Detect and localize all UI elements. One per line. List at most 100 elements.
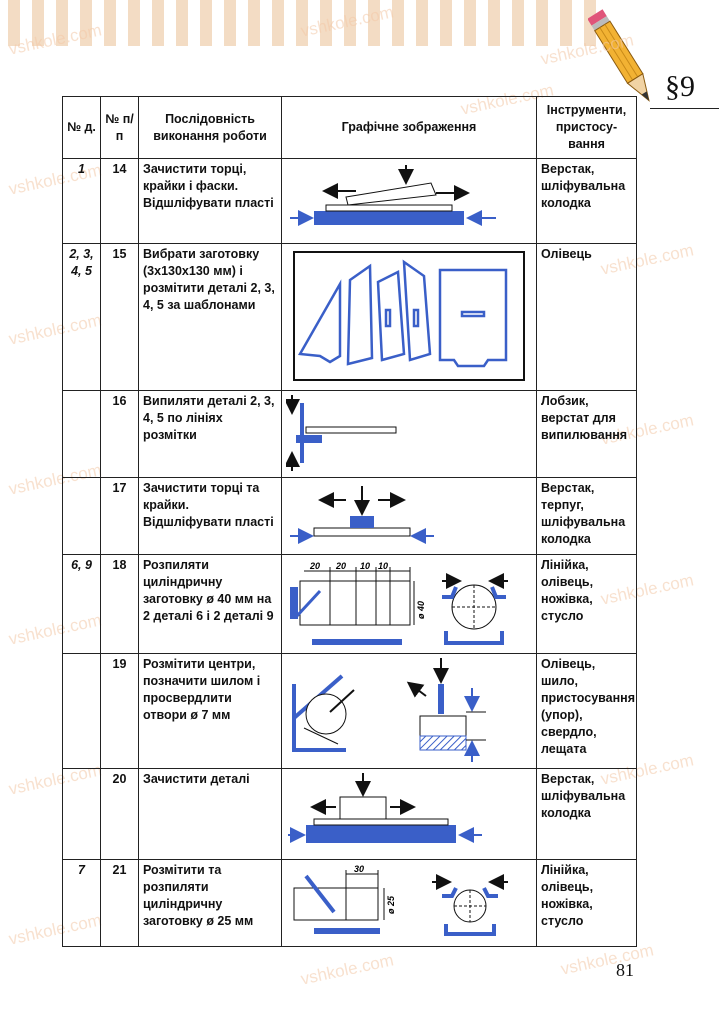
tools-cell: Лінійка, олівець, ножівка, стусло bbox=[536, 859, 637, 947]
work-cell: Зачистити торці та крайки. Відшліфувати … bbox=[138, 477, 282, 555]
work-cell: Зачистити торці, крайки і фаски. Відшліф… bbox=[138, 158, 282, 244]
header-stripes bbox=[8, 0, 596, 46]
finishing-drawing bbox=[288, 773, 482, 843]
tools-cell: Верстак, шліфувальна колодка bbox=[536, 158, 637, 244]
table-header-row: № д. № п/п Послідовність виконання робот… bbox=[62, 96, 637, 159]
detail-cell bbox=[62, 768, 101, 860]
dim-label: 10 bbox=[360, 561, 370, 571]
drill-bit bbox=[438, 684, 444, 714]
workpiece bbox=[313, 527, 411, 537]
step-cell: 20 bbox=[100, 768, 139, 860]
detail-cell bbox=[62, 477, 101, 555]
work-cell: Вибрати заготовку (3х130х130 мм) і розмі… bbox=[138, 243, 282, 391]
workpiece bbox=[313, 818, 449, 826]
header-sequence: Послідовність виконання роботи bbox=[138, 96, 282, 159]
sanding-block bbox=[345, 182, 437, 206]
work-cell: Розмітити та розпиляти циліндричну загот… bbox=[138, 859, 282, 947]
dim-label: 20 bbox=[335, 561, 346, 571]
centering-jig bbox=[292, 684, 346, 752]
work-cell: Випиляти деталі 2, 3, 4, 5 по лініях роз… bbox=[138, 390, 282, 478]
watermark: vshkole.com bbox=[298, 950, 396, 989]
cutting-cylinder-drawing: 20 20 10 10 ø 40 bbox=[290, 561, 508, 645]
header-graphic: Графічне зображення bbox=[281, 96, 537, 159]
header-step-no: № п/п bbox=[100, 96, 139, 159]
header-rule bbox=[650, 108, 719, 109]
table-row: 19 Розмітити центри, позначити шилом і п… bbox=[62, 653, 637, 769]
work-cell: Розпиляти циліндричну заготовку ø 40 мм … bbox=[138, 554, 282, 654]
table-row: 16 Випиляти деталі 2, 3, 4, 5 по лініях … bbox=[62, 390, 637, 478]
workbench-block bbox=[306, 825, 456, 843]
graphic-cell bbox=[281, 158, 537, 244]
graphic-cell: 30 ø 25 bbox=[281, 859, 537, 947]
dim-label: 20 bbox=[309, 561, 320, 571]
cylinder-blank bbox=[293, 887, 379, 921]
table-row: 17 Зачистити торці та крайки. Відшліфува… bbox=[62, 477, 637, 555]
graphic-cell bbox=[281, 768, 537, 860]
dim-label: 30 bbox=[354, 864, 364, 874]
miter-box bbox=[314, 928, 380, 934]
tools-cell: Лобзик, верстат для випилювання bbox=[536, 390, 637, 478]
table-row: 7 21 Розмітити та розпиляти циліндричну … bbox=[62, 859, 637, 947]
table-row: 2, 3, 4, 5 15 Вибрати заготовку (3х130х1… bbox=[62, 243, 637, 391]
workpiece bbox=[419, 715, 467, 737]
table-row: 6, 9 18 Розпиляти циліндричну заготовку … bbox=[62, 554, 637, 654]
page-number: 81 bbox=[616, 960, 634, 980]
miter-box bbox=[312, 639, 402, 645]
step-cell: 15 bbox=[100, 243, 139, 391]
step-cell: 14 bbox=[100, 158, 139, 244]
table-row: 1 14 Зачистити торці, крайки і фаски. Ві… bbox=[62, 158, 637, 244]
detail-cell: 7 bbox=[62, 859, 101, 947]
base-template bbox=[438, 268, 508, 368]
table-row: 20 Зачистити деталі Верстак, шліфувальна… bbox=[62, 768, 637, 860]
sanding-drawing bbox=[290, 165, 496, 226]
work-cell: Зачистити деталі bbox=[138, 768, 282, 860]
detail-cell bbox=[62, 390, 101, 478]
step-cell: 18 bbox=[100, 554, 139, 654]
part-2-template bbox=[297, 279, 342, 364]
saw-table bbox=[305, 426, 397, 434]
file-block bbox=[350, 516, 374, 528]
step-cell: 19 bbox=[100, 653, 139, 769]
graphic-cell bbox=[281, 653, 537, 769]
cylinder-blank bbox=[299, 580, 411, 626]
detail-cell: 6, 9 bbox=[62, 554, 101, 654]
part-5-template bbox=[402, 259, 432, 362]
part-4-template bbox=[376, 270, 406, 362]
header-detail-no: № д. bbox=[62, 96, 101, 159]
detail-cell bbox=[62, 653, 101, 769]
graphic-cell bbox=[281, 390, 537, 478]
sanding-block bbox=[339, 796, 387, 820]
section-number: §9 bbox=[665, 70, 695, 103]
graphic-cell: 20 20 10 10 ø 40 bbox=[281, 554, 537, 654]
detail-cell: 1 bbox=[62, 158, 101, 244]
tools-cell: Верстак, шліфувальна колодка bbox=[536, 768, 637, 860]
detail-cell: 2, 3, 4, 5 bbox=[62, 243, 101, 391]
cylinder-section bbox=[305, 693, 347, 735]
diameter-label: ø 40 bbox=[416, 601, 426, 619]
step-cell: 21 bbox=[100, 859, 139, 947]
diameter-label: ø 25 bbox=[386, 895, 396, 914]
tools-cell: Лінійка, олівець, ножівка, стусло bbox=[536, 554, 637, 654]
work-sequence-table: № д. № п/п Послідовність виконання робот… bbox=[62, 96, 637, 947]
pencil-icon bbox=[588, 9, 650, 102]
filing-drawing bbox=[290, 486, 434, 544]
tools-cell: Верстак, терпуг, шліфувальна колодка bbox=[536, 477, 637, 555]
work-cell: Розмітити центри, позначити шилом і прос… bbox=[138, 653, 282, 769]
part-3-template bbox=[346, 263, 374, 366]
graphic-cell bbox=[281, 243, 537, 391]
sawing-drawing bbox=[286, 395, 397, 471]
tools-cell: Олівець bbox=[536, 243, 637, 391]
vise-jaw bbox=[419, 735, 467, 751]
dim-label: 10 bbox=[378, 561, 388, 571]
tools-cell: Олівець, шило, пристосування (упор), све… bbox=[536, 653, 637, 769]
header-tools: Інструменти, пристосу-вання bbox=[536, 96, 637, 159]
cutting-small-cylinder-drawing: 30 ø 25 bbox=[293, 864, 508, 936]
workbench-block bbox=[314, 211, 464, 225]
drilling-drawing bbox=[292, 658, 486, 762]
graphic-cell bbox=[281, 477, 537, 555]
step-cell: 17 bbox=[100, 477, 139, 555]
workpiece bbox=[325, 204, 453, 212]
fretsaw-blade bbox=[300, 403, 304, 463]
layout-drawing bbox=[293, 251, 525, 381]
step-cell: 16 bbox=[100, 390, 139, 478]
